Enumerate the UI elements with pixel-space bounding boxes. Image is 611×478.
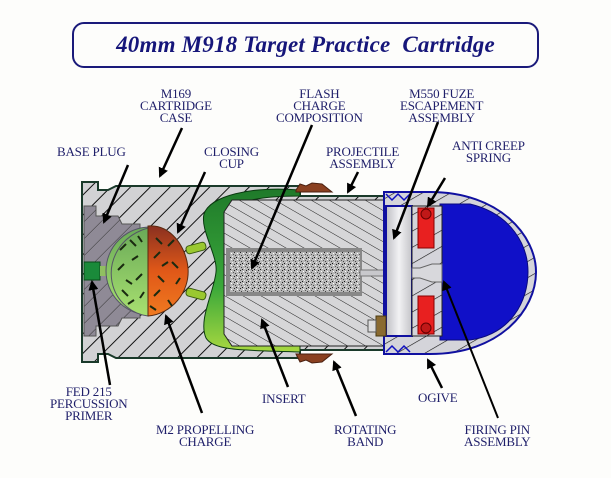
- arrow-base-plug: [102, 164, 130, 224]
- primer-flash-hole: [100, 266, 110, 276]
- label-closing-cup: CLOSING CUP: [204, 144, 259, 171]
- arrow-rotating-band: [332, 360, 358, 417]
- propelling-charge-orange: [147, 225, 189, 317]
- arrow-firing-pin: [442, 280, 499, 419]
- rotating-band-top: [295, 182, 334, 193]
- label-cartridge-case: M169 CARTRIDGE CASE: [140, 86, 212, 125]
- label-flash-charge: FLASH CHARGE COMPOSITION: [276, 86, 363, 125]
- arrow-ogive: [426, 358, 444, 389]
- label-rotating-band: ROTATING BAND: [334, 422, 397, 449]
- arrow-closing-cup: [176, 171, 207, 234]
- rotating-band-bottom: [295, 353, 334, 364]
- firing-pin: [411, 263, 443, 283]
- arrow-insert: [260, 318, 290, 388]
- arrow-anti-creep-spring: [426, 177, 447, 208]
- thread-bottom: [385, 344, 411, 354]
- label-fuze-escapement: M550 FUZE ESCAPEMENT ASSEMBLY: [400, 86, 484, 125]
- label-primer: FED 215 PERCUSSION PRIMER: [50, 384, 128, 423]
- percussion-primer: [83, 261, 101, 281]
- diagram-title: 40mm M918 Target Practice Cartridge: [116, 32, 495, 57]
- label-ogive: OGIVE: [418, 390, 458, 405]
- ogive-blue-fill: [439, 203, 529, 341]
- flash-charge: [230, 252, 360, 292]
- leader-lines: [88, 121, 499, 419]
- label-insert: INSERT: [262, 391, 306, 406]
- title-box: 40mm M918 Target Practice Cartridge: [72, 22, 539, 68]
- arrow-fuze-escapement: [392, 121, 440, 240]
- fuze-slider: [375, 315, 387, 337]
- label-firing-pin: FIRING PIN ASSEMBLY: [464, 422, 531, 449]
- thread-top: [385, 192, 411, 202]
- label-propelling-charge: M2 PROPELLING CHARGE: [156, 422, 255, 449]
- arrow-propelling-charge: [164, 314, 204, 414]
- label-projectile-assembly: PROJECTILE ASSEMBLY: [326, 144, 400, 171]
- arrow-cartridge-case: [158, 127, 184, 178]
- firing-pin-stem: [359, 269, 387, 277]
- label-base-plug: BASE PLUG: [57, 144, 126, 159]
- closing-cup-tab-lower: [185, 287, 207, 301]
- arrow-flash-charge: [250, 124, 314, 270]
- arrow-primer: [88, 280, 112, 386]
- label-anti-creep-spring: ANTI CREEP SPRING: [452, 138, 525, 165]
- arrow-projectile-assembly: [346, 171, 360, 194]
- propellant-grains: [117, 235, 181, 311]
- fuze-detent: [367, 319, 377, 333]
- anti-creep-spring-top: [417, 207, 435, 249]
- closing-cup-tab-upper: [185, 241, 207, 255]
